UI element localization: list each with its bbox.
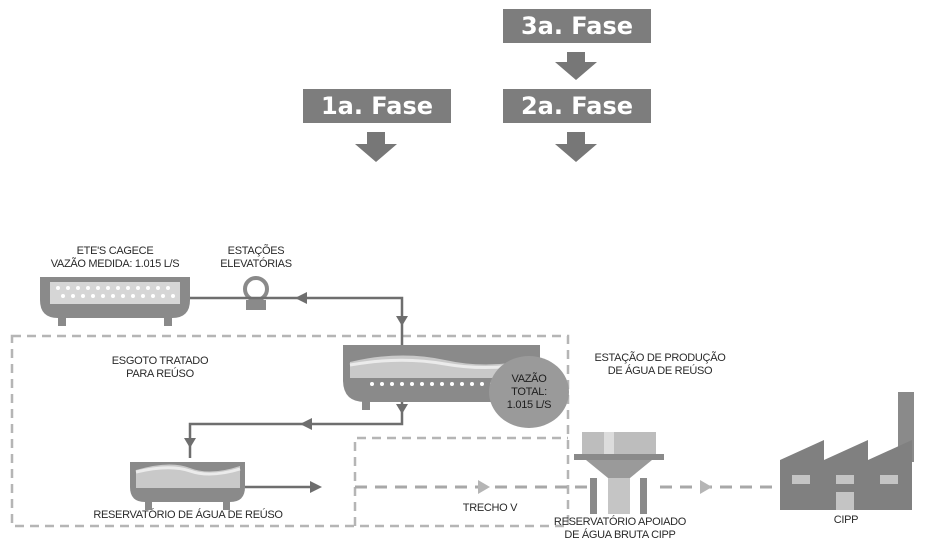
support-reservoir-icon — [574, 432, 664, 514]
ete-flow: VAZÃO MEDIDA: 1.015 L/S — [40, 258, 190, 271]
factory-icon — [780, 392, 914, 510]
cipp-label: CIPP — [826, 514, 866, 527]
vazao-line2: TOTAL: — [495, 386, 563, 399]
vazao-line3: 1.015 L/S — [495, 399, 563, 412]
reuse-reservoir-icon — [130, 462, 245, 510]
support-line2: DE ÁGUA BRUTA CIPP — [540, 529, 700, 542]
stations-line2: ELEVATÓRIAS — [216, 258, 296, 271]
phase-3-down-arrow — [555, 52, 597, 80]
vazao-line1: VAZÃO — [495, 373, 563, 386]
pump-icon — [245, 278, 267, 310]
ete-tank-icon — [40, 277, 190, 326]
esgoto-line1: ESGOTO TRATADO — [110, 355, 210, 368]
total-flow-label: VAZÃO TOTAL: 1.015 L/S — [495, 373, 563, 412]
production-line1: ESTAÇÃO DE PRODUÇÃO — [580, 352, 740, 365]
esgoto-line2: PARA REÚSO — [110, 368, 210, 381]
phase-1-down-arrow — [355, 132, 397, 162]
ete-title: ETE'S CAGECE — [40, 245, 190, 258]
stations-line1: ESTAÇÕES — [216, 245, 296, 258]
support-reservoir-label: RESERVATÓRIO APOIADO DE ÁGUA BRUTA CIPP — [540, 516, 700, 542]
support-line1: RESERVATÓRIO APOIADO — [540, 516, 700, 529]
esgoto-label: ESGOTO TRATADO PARA REÚSO — [110, 355, 210, 381]
trecho-label: TRECHO V — [450, 502, 530, 515]
production-label: ESTAÇÃO DE PRODUÇÃO DE ÁGUA DE REÚSO — [580, 352, 740, 378]
ete-label: ETE'S CAGECE VAZÃO MEDIDA: 1.015 L/S — [40, 245, 190, 271]
stations-label: ESTAÇÕES ELEVATÓRIAS — [216, 245, 296, 271]
production-line2: DE ÁGUA DE REÚSO — [580, 365, 740, 378]
phase-2-down-arrow — [555, 132, 597, 162]
reuse-reservoir-label: RESERVATÓRIO DE ÁGUA DE REÚSO — [88, 509, 288, 522]
